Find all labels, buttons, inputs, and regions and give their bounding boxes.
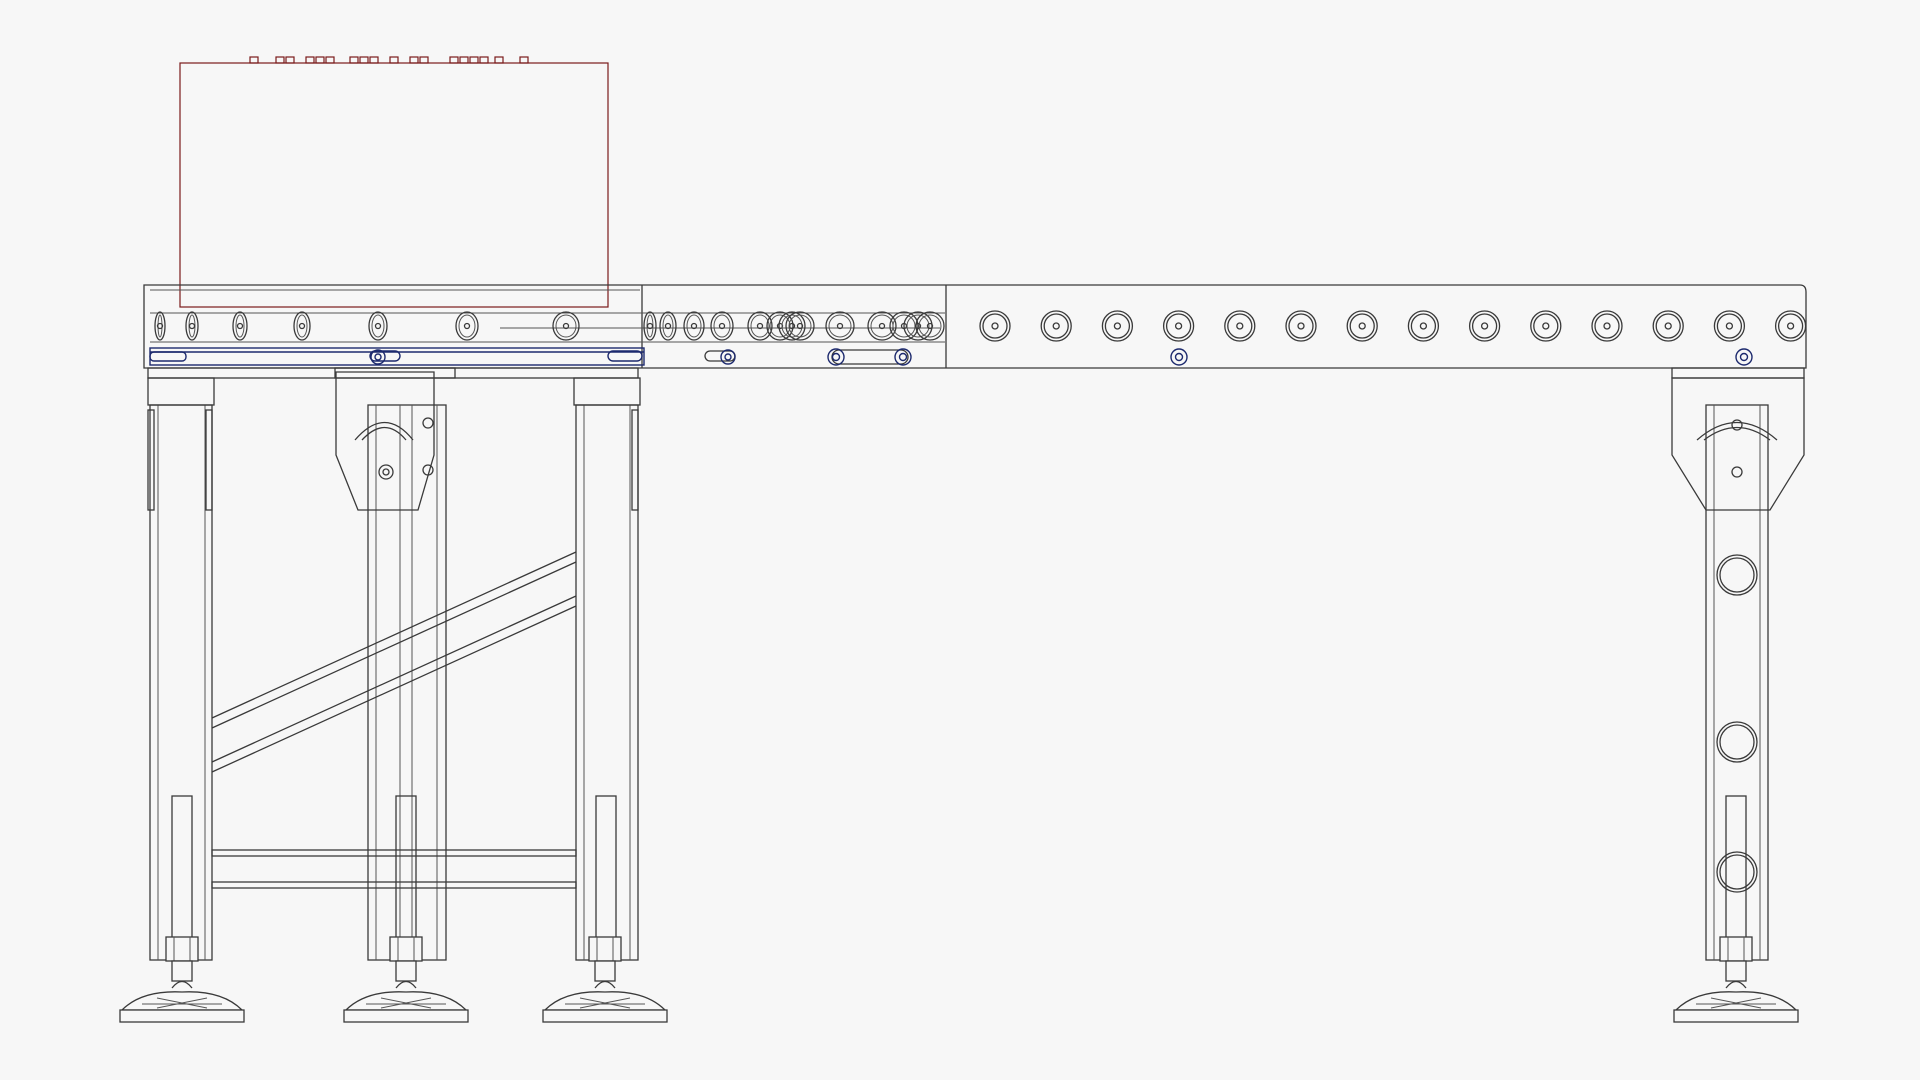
roller (1652, 310, 1684, 342)
cross-braces (211, 551, 577, 889)
leveling-feet (119, 936, 1799, 1023)
roller (1285, 310, 1317, 342)
leg-left-outer (147, 377, 215, 961)
leveling-foot (119, 936, 245, 1023)
roller (1346, 310, 1378, 342)
roller (185, 311, 199, 341)
leg-left-inner (573, 377, 641, 961)
roller (785, 311, 815, 341)
roller (710, 311, 734, 341)
roller (232, 311, 248, 341)
roller (1224, 310, 1256, 342)
roller (659, 311, 677, 341)
leveling-foot (343, 936, 469, 1023)
roller (455, 311, 479, 341)
roller (293, 311, 311, 341)
roller (867, 311, 897, 341)
leg-middle (335, 371, 447, 961)
leg-right (1671, 377, 1805, 961)
roller (1591, 310, 1623, 342)
roller (825, 311, 855, 341)
roller (1530, 310, 1562, 342)
roller-row-left (154, 311, 945, 341)
leveling-foot (1673, 936, 1799, 1023)
roller (1101, 310, 1134, 342)
roller (915, 311, 945, 341)
roller (368, 311, 388, 341)
roller (683, 311, 705, 341)
roller (1774, 310, 1807, 342)
roller (552, 311, 580, 341)
roller (1162, 310, 1195, 342)
red-workpiece-box (179, 56, 609, 308)
roller (1040, 310, 1072, 342)
leveling-foot (542, 936, 668, 1023)
roller (1468, 310, 1501, 342)
roller (154, 311, 166, 341)
roller (1713, 310, 1746, 342)
roller (747, 311, 773, 341)
conveyor-frame (143, 284, 1807, 379)
roller (1407, 310, 1440, 342)
roller (643, 311, 657, 341)
roller-row-right (979, 310, 1807, 342)
frame-bolts (149, 348, 1753, 366)
roller (979, 310, 1011, 342)
